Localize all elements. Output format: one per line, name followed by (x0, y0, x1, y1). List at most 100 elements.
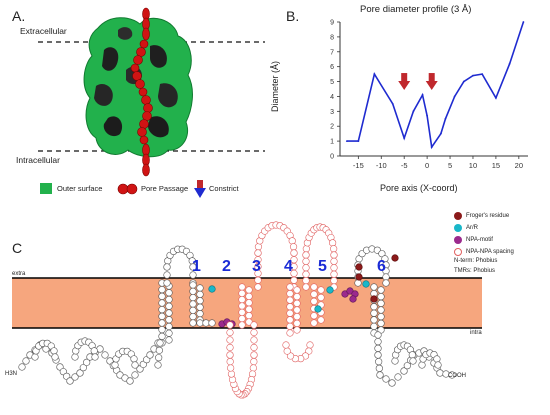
residue (382, 375, 390, 383)
x-tick-label: 15 (492, 161, 500, 170)
helix-6-label: 6 (377, 258, 386, 275)
extracellular-label: Extracellular (20, 26, 67, 36)
residue (189, 306, 197, 314)
residue (374, 338, 382, 346)
residue (111, 361, 119, 369)
residue (317, 316, 325, 324)
residue (22, 357, 30, 365)
residue (310, 283, 318, 291)
topology-legend: Froger's residue Ar/R NPA-motif NPA-NPA … (454, 210, 514, 278)
residue (306, 341, 314, 349)
residue (314, 305, 322, 313)
residue (377, 293, 385, 301)
constriction-arrow-1-shaft (428, 73, 435, 82)
y-tick-label: 6 (330, 64, 334, 71)
residue (362, 280, 370, 288)
residue (245, 311, 253, 320)
residue (31, 353, 39, 361)
residue (238, 321, 246, 329)
data-point (373, 73, 376, 76)
pore-passage-spheres (130, 7, 153, 177)
residue (329, 239, 337, 247)
residue (226, 328, 234, 337)
residue (286, 352, 295, 360)
y-tick-label: 5 (330, 79, 334, 86)
y-tick-label: 4 (330, 94, 334, 101)
x-tick-label: -15 (353, 161, 364, 170)
residue (165, 295, 173, 304)
legend-froger: Froger's residue (454, 210, 514, 222)
residue (302, 245, 310, 253)
residue (310, 297, 318, 305)
y-tick-label: 2 (330, 124, 334, 131)
data-point (462, 80, 465, 83)
residue (238, 289, 246, 297)
residue (375, 364, 383, 372)
residue (165, 316, 173, 324)
n-term-label: H3N (5, 371, 18, 377)
residue (208, 285, 216, 293)
residue (317, 293, 325, 302)
residue (18, 363, 26, 371)
residue (165, 336, 173, 344)
residue (388, 379, 396, 387)
residue (433, 355, 441, 363)
residue (163, 263, 171, 271)
helix-1-label: 1 (192, 258, 201, 275)
residue (245, 292, 253, 300)
residue (310, 319, 318, 327)
x-tick-label: -5 (401, 161, 408, 170)
residue (226, 343, 234, 352)
residue (286, 322, 294, 331)
residue (286, 289, 294, 298)
residue (238, 315, 246, 323)
residue (382, 279, 390, 287)
residue (79, 364, 87, 372)
residue (158, 326, 166, 334)
residue (355, 273, 363, 281)
data-point (403, 137, 406, 140)
note-n-term: N-term: Phobius (454, 258, 498, 264)
residue (83, 358, 91, 366)
residue (354, 279, 362, 287)
data-point (508, 62, 511, 65)
residue (227, 364, 235, 372)
residue (250, 328, 258, 337)
red-spheres-icon (117, 183, 138, 195)
residue (293, 306, 301, 314)
residue (158, 332, 166, 340)
helix-3-label: 3 (252, 258, 261, 275)
residue (377, 286, 385, 294)
panel-a-letter: A. (12, 8, 26, 24)
data-point (439, 132, 442, 135)
helix-2-label: 2 (222, 258, 231, 275)
residue (90, 347, 98, 355)
residue (376, 371, 384, 379)
residue (208, 319, 216, 327)
residue (377, 313, 385, 321)
residue (293, 286, 301, 294)
residue (165, 302, 173, 310)
residue (289, 243, 298, 251)
data-point (412, 110, 415, 113)
residue (302, 251, 310, 259)
residue (375, 358, 383, 366)
residue (330, 276, 338, 285)
residue (355, 263, 363, 271)
intra-label: intra (470, 330, 482, 336)
residue (418, 361, 426, 369)
residue (286, 303, 294, 311)
residue (165, 329, 173, 337)
extra-label: extra (12, 271, 26, 277)
residue (374, 351, 382, 359)
intracellular-label: Intracellular (16, 155, 60, 165)
residue (146, 351, 154, 359)
residue (91, 353, 99, 361)
y-tick-label: 9 (330, 20, 334, 27)
residue (436, 369, 444, 377)
residue (286, 329, 294, 337)
residue (156, 339, 164, 347)
residue (165, 309, 173, 317)
residue (370, 303, 378, 311)
residue (370, 283, 378, 291)
